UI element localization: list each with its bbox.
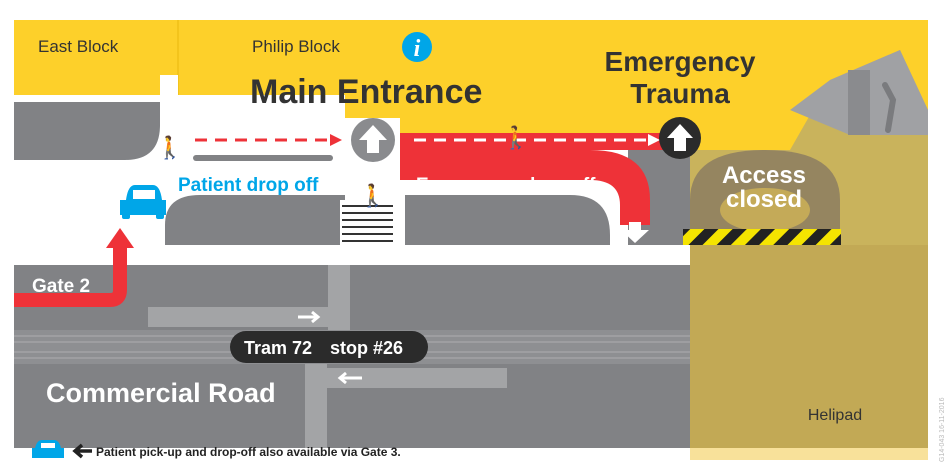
- svg-text:i: i: [414, 36, 421, 62]
- philip-block-label: Philip Block: [252, 37, 340, 56]
- pedestrian-icon: 🚶: [502, 125, 529, 150]
- gate-route: [14, 245, 127, 307]
- helipad-label: Helipad: [808, 407, 862, 424]
- legend-note: Patient pick-up and drop-off also availa…: [96, 445, 401, 459]
- trauma-label: Trauma: [630, 78, 730, 109]
- car-icon: [120, 185, 166, 219]
- emergency-drop-off-label: Emergency drop off: [416, 175, 596, 196]
- commercial-road-label: Commercial Road: [46, 378, 276, 408]
- gate-2-label: Gate 2: [32, 276, 90, 297]
- pedestrian-icon: 🚶: [359, 183, 386, 208]
- legend-car-icon: [32, 440, 64, 458]
- pedestrian-crossing: [340, 200, 395, 245]
- down-arrow-icon: [621, 222, 649, 243]
- access-label: Access: [722, 162, 806, 189]
- tram-stop-badge: Tram 72 stop #26: [230, 331, 428, 363]
- hazard-stripes: [683, 229, 841, 245]
- svg-text:Tram 72: Tram 72: [244, 338, 312, 358]
- emergency-label: Emergency: [605, 46, 756, 77]
- footer-code: G14-043 16-11-2016: [939, 397, 946, 462]
- kerb-east: [14, 102, 160, 160]
- helipad: [690, 245, 928, 448]
- emergency-route: [400, 133, 665, 225]
- main-entrance-label: Main Entrance: [250, 73, 482, 111]
- info-icon: i: [402, 32, 432, 62]
- closed-label: closed: [726, 186, 802, 213]
- east-block-label: East Block: [38, 37, 119, 56]
- up-arrow-icon: [351, 118, 395, 162]
- island-patient: [165, 195, 345, 245]
- svg-text:stop #26: stop #26: [330, 338, 403, 358]
- up-arrow-icon: [659, 117, 701, 159]
- pedestrian-icon: 🚶: [156, 135, 183, 160]
- patient-drop-off-label: Patient drop off: [178, 175, 319, 196]
- left-arrow-icon: [72, 443, 92, 459]
- island-emergency: [405, 195, 610, 245]
